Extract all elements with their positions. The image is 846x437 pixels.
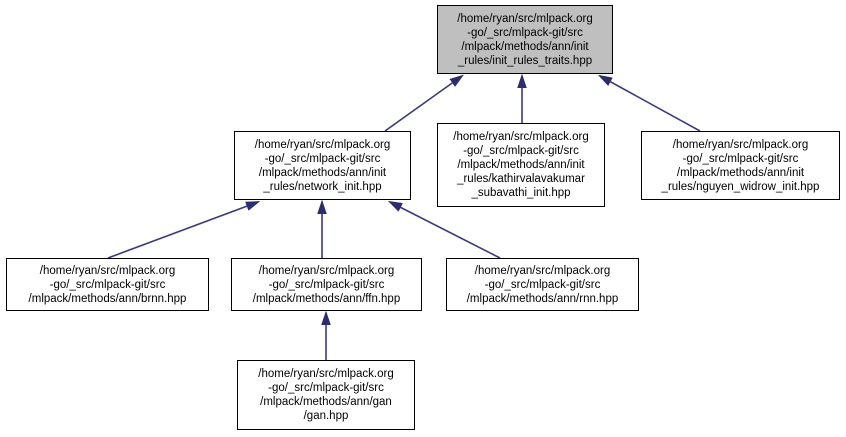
- node-label-line: /mlpack/methods/ann/brnn.hpp: [28, 292, 187, 305]
- node-label-line: /home/ryan/src/mlpack.org: [39, 264, 176, 277]
- node-label-line: /mlpack/methods/ann/init: [461, 40, 589, 53]
- node-label-line: -go/_src/mlpack-git/src: [268, 382, 384, 394]
- node-label-line: -go/_src/mlpack-git/src: [682, 152, 799, 165]
- graph-node-gan[interactable]: /home/ryan/src/mlpack.org -go/_src/mlpack…: [237, 360, 415, 430]
- node-label-line: -go/_src/mlpack-git/src: [467, 26, 583, 39]
- graph-node-init_rules_traits[interactable]: /home/ryan/src/mlpack.org-go/_src/mlpack…: [437, 5, 613, 74]
- node-label-line: -go/_src/mlpack-git/src: [463, 145, 579, 157]
- node-label-line: /home/ryan/src/mlpack.org: [258, 368, 394, 380]
- node-label-line: /home/ryan/src/mlpack.org: [672, 138, 809, 151]
- node-label-line: /home/ryan/src/mlpack.org: [474, 264, 611, 277]
- node-label-line: /mlpack/methods/ann/gan: [260, 396, 392, 408]
- node-label-line: /mlpack/methods/ann/init: [676, 166, 805, 179]
- node-label-line: -go/_src/mlpack-git/src: [264, 152, 381, 165]
- graph-node-ffn[interactable]: /home/ryan/src/mlpack.org-go/_src/mlpack…: [231, 258, 422, 311]
- node-label-line: -go/_src/mlpack-git/src: [268, 278, 385, 291]
- graph-node-rnn[interactable]: /home/ryan/src/mlpack.org-go/_src/mlpack…: [446, 258, 639, 311]
- node-label-line: _subavathi_init.hpp: [471, 187, 571, 199]
- graph-node-kathirvalavakumar_subavathi_init[interactable]: /home/ryan/src/mlpack.org -go/_src/mlpack…: [437, 123, 605, 207]
- graph-node-brnn[interactable]: /home/ryan/src/mlpack.org-go/_src/mlpack…: [6, 258, 209, 311]
- graph-node-network_init[interactable]: /home/ryan/src/mlpack.org-go/_src/mlpack…: [234, 131, 411, 200]
- node-label-line: /home/ryan/src/mlpack.org: [453, 131, 589, 143]
- node-label-line: /home/ryan/src/mlpack.org: [258, 264, 395, 277]
- node-label-line: /home/ryan/src/mlpack.org: [254, 138, 391, 151]
- node-label-line: -go/_src/mlpack-git/src: [484, 278, 601, 291]
- graph-node-nguyen_widrow_init[interactable]: /home/ryan/src/mlpack.org-go/_src/mlpack…: [641, 131, 840, 200]
- node-label-line: /mlpack/methods/ann/init: [457, 159, 585, 171]
- edge-brnn-to-network_init: [107, 201, 261, 259]
- edge-rnn-to-network_init: [387, 200, 501, 259]
- node-label-line: -go/_src/mlpack-git/src: [49, 278, 166, 291]
- node-label-line: /mlpack/methods/ann/ffn.hpp: [252, 292, 401, 305]
- node-label-line: /mlpack/methods/ann/rnn.hpp: [466, 292, 619, 305]
- node-label-line: _rules/init_rules_traits.hpp: [457, 54, 593, 67]
- node-label-line: _rules/kathirvalavakumar: [457, 173, 585, 185]
- node-label-line: /mlpack/methods/ann/init: [258, 166, 387, 179]
- node-label-line: /home/ryan/src/mlpack.org: [457, 12, 593, 25]
- edge-nguyen_widrow_init-to-init_rules_traits: [597, 74, 701, 132]
- node-label-line: _rules/nguyen_widrow_init.hpp: [661, 180, 820, 193]
- node-label-line: /gan.hpp: [303, 410, 349, 422]
- node-label-line: _rules/network_init.hpp: [263, 180, 382, 193]
